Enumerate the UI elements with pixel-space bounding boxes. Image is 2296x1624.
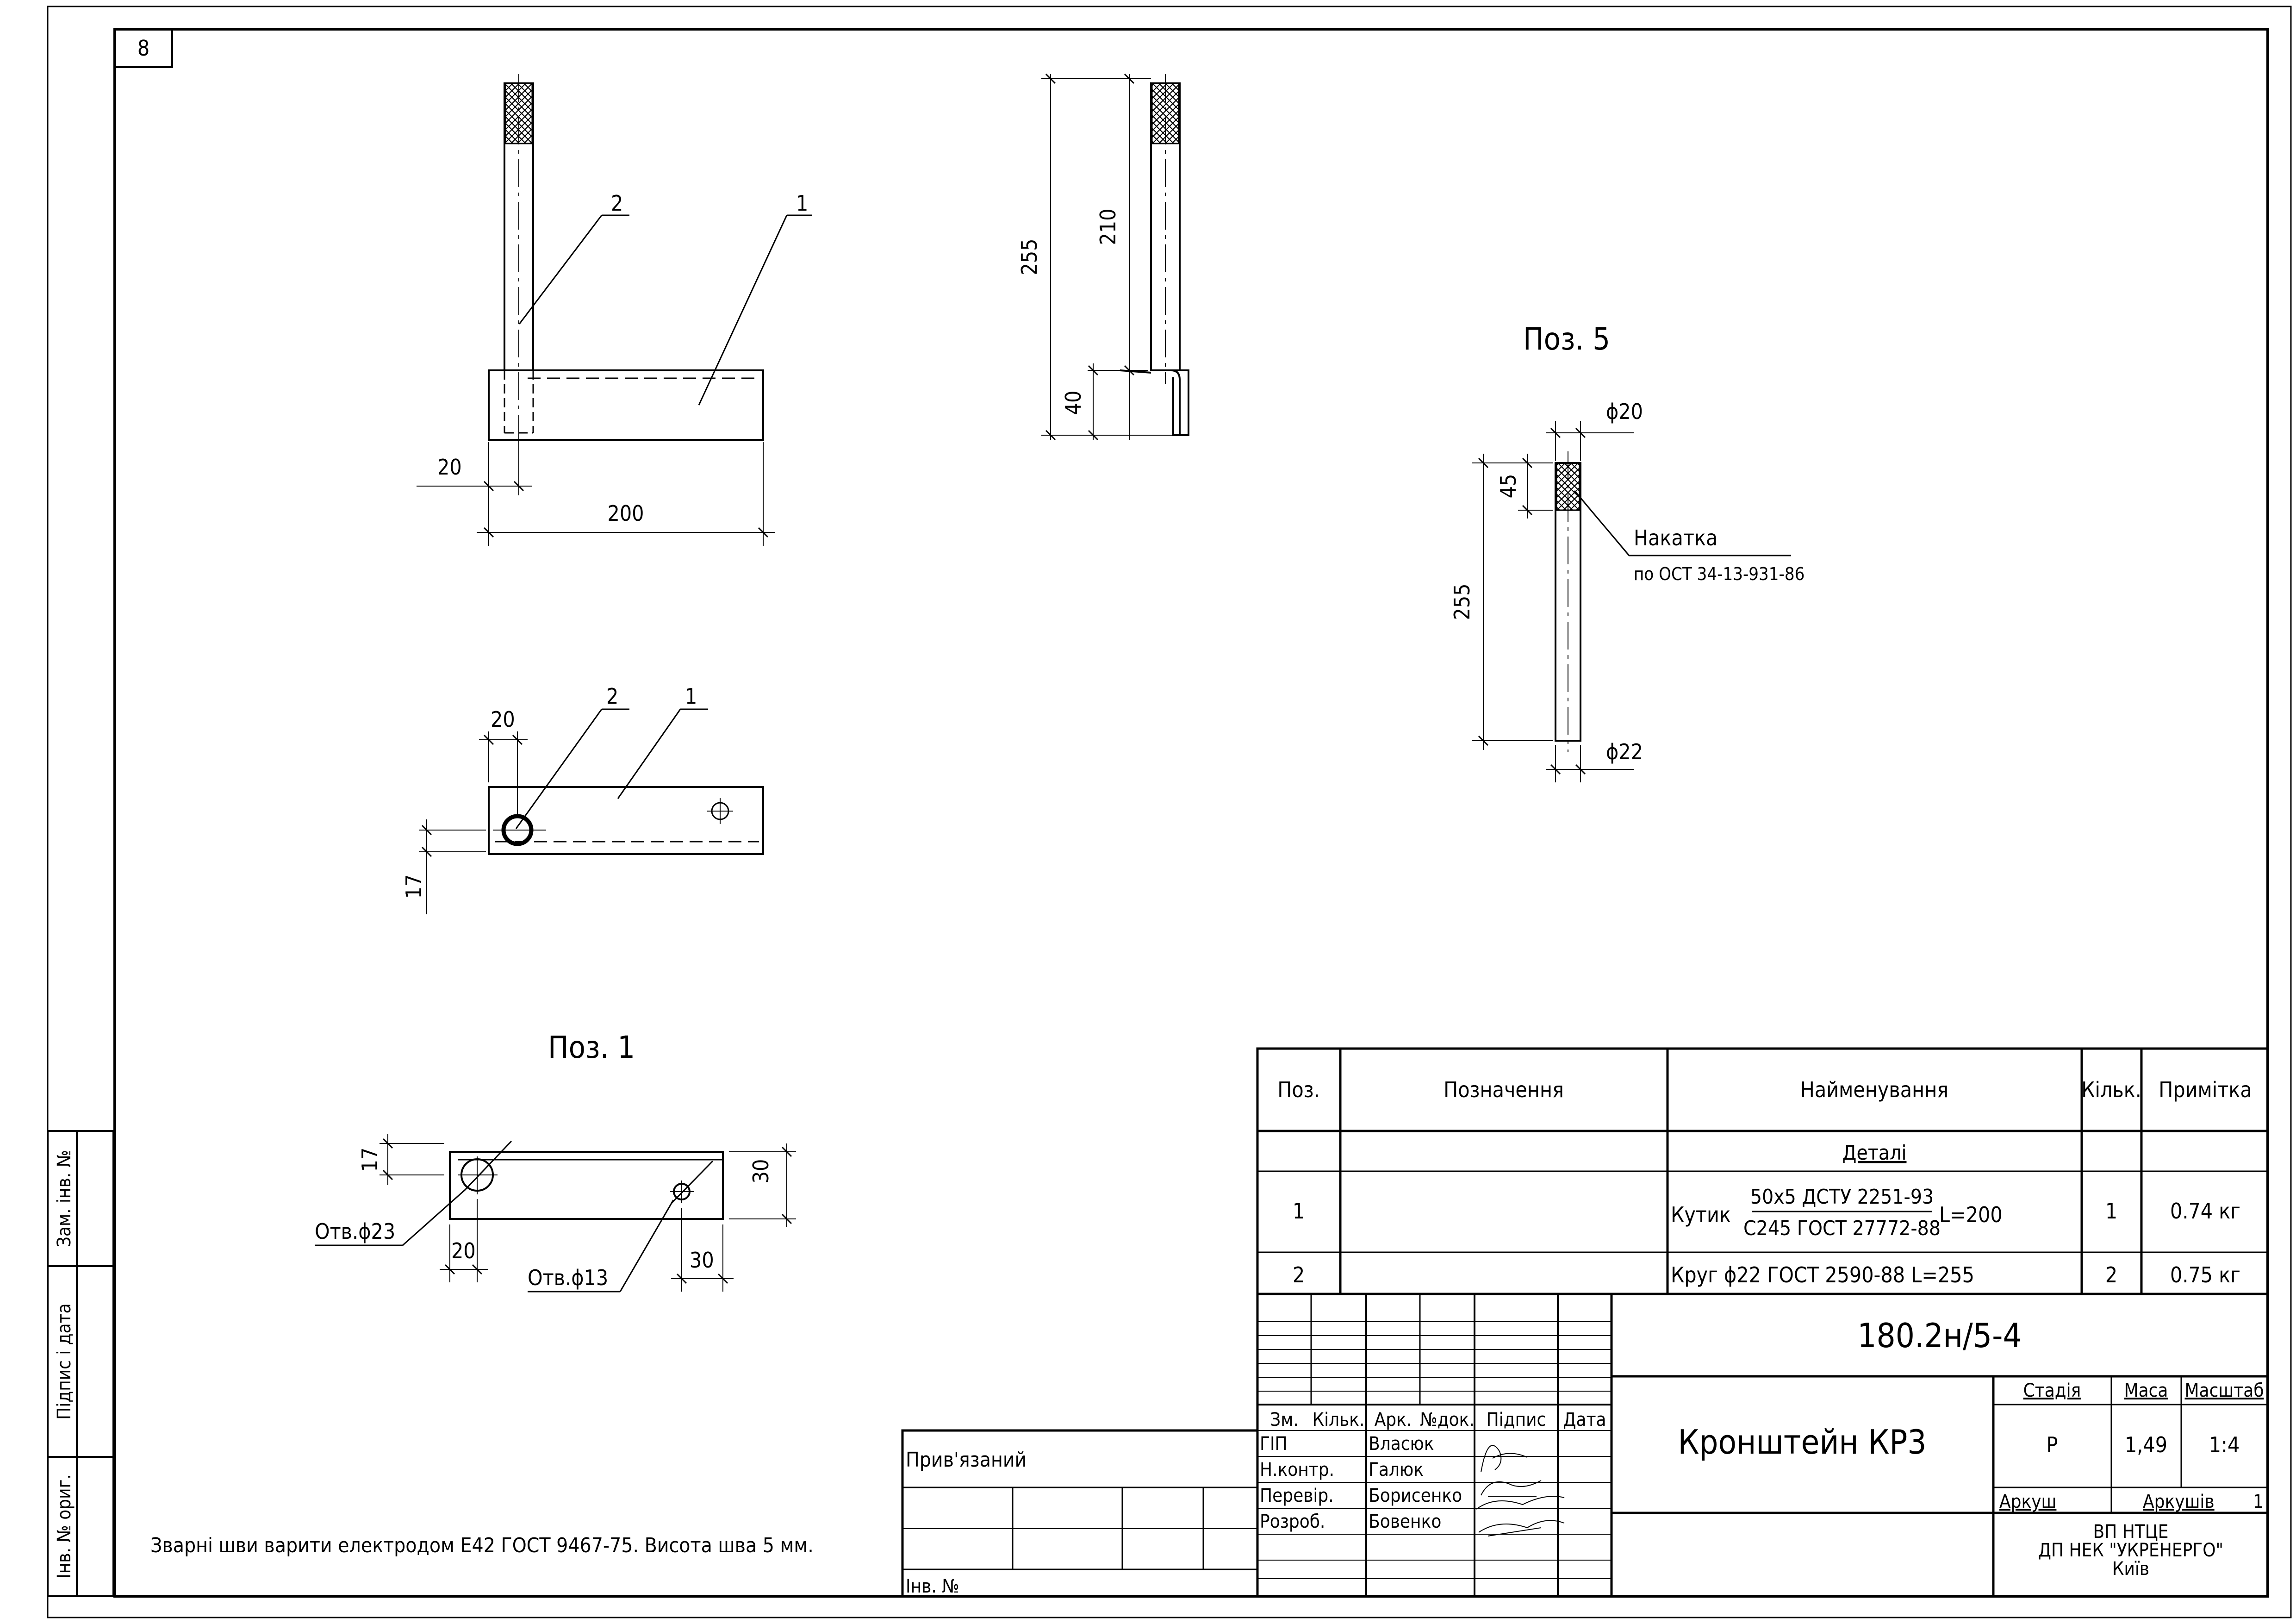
title-name-gip: Власюк xyxy=(1369,1433,1434,1455)
org-line2: ДП НЕК "УКРЕНЕРГО" xyxy=(2038,1540,2223,1561)
dim-phi20: ϕ20 xyxy=(1606,399,1643,424)
title-name-rozrob: Бовенко xyxy=(1369,1511,1441,1532)
view-label-poz1: Поз. 1 xyxy=(548,1030,635,1065)
spec-row1-poz: 1 xyxy=(1293,1199,1305,1224)
spec-row1-name-bottom: С245 ГОСТ 27772-88 xyxy=(1743,1217,1941,1240)
dim-45-poz5: 45 xyxy=(1496,474,1521,499)
title-col-data: Дата xyxy=(1563,1409,1606,1430)
spec-row2-poz: 2 xyxy=(1293,1262,1305,1287)
stage-label: Стадія xyxy=(2023,1380,2081,1401)
dim-30b-poz1: 30 xyxy=(690,1248,714,1273)
title-role-perevir: Перевір. xyxy=(1260,1485,1334,1506)
linked-block xyxy=(901,1429,1259,1598)
dim-20-poz1: 20 xyxy=(451,1238,476,1263)
dim-20-front: 20 xyxy=(437,455,462,480)
spec-row2-note: 0.75 кг xyxy=(2170,1262,2240,1287)
spec-row1-name-top: 50х5 ДСТУ 2251-93 xyxy=(1750,1185,1934,1209)
spec-header-poz: Поз. xyxy=(1277,1077,1320,1102)
document-title: Кронштейн КР3 xyxy=(1678,1423,1926,1462)
title-col-zm: Зм. xyxy=(1270,1409,1299,1430)
side-stamp-pidpys-data: Підпис і дата xyxy=(54,1303,75,1419)
title-col-ndok: №док. xyxy=(1420,1409,1475,1430)
dim-200-front: 200 xyxy=(608,501,644,526)
spec-row1-name-suffix: L=200 xyxy=(1939,1202,2003,1227)
sheet-number: 8 xyxy=(137,36,149,61)
side-stamp-inv-orig: Інв. № ориг. xyxy=(54,1474,75,1579)
spec-header-name: Найменування xyxy=(1800,1077,1948,1102)
view-poz1 xyxy=(315,1134,796,1293)
dim-17-poz1: 17 xyxy=(357,1148,382,1172)
sheets-value: 1 xyxy=(2253,1491,2264,1512)
dim-255-side: 255 xyxy=(1017,239,1042,275)
mass-value: 1,49 xyxy=(2125,1432,2167,1457)
dim-255-poz5: 255 xyxy=(1450,584,1475,620)
dim-phi22: ϕ22 xyxy=(1606,739,1643,764)
view-assembly-front xyxy=(417,74,812,546)
knurl-standard: по ОСТ 34-13-931-86 xyxy=(1634,564,1804,584)
dim-210-side: 210 xyxy=(1095,209,1120,245)
title-col-pidpys: Підпис xyxy=(1487,1409,1546,1430)
spec-header-note: Примітка xyxy=(2159,1077,2252,1102)
spec-row1-qty: 1 xyxy=(2105,1199,2117,1224)
title-name-perevir: Борисенко xyxy=(1369,1485,1462,1506)
title-col-kilk: Кільк. xyxy=(1313,1409,1365,1430)
document-code: 180.2н/5-4 xyxy=(1857,1316,2022,1355)
signatures xyxy=(1476,1445,1565,1537)
inner-frame xyxy=(113,28,2269,1598)
side-stamp: Зам. інв. № Підпис і дата Інв. № ориг. xyxy=(47,1130,114,1597)
org-line1: ВП НТЦЕ xyxy=(2093,1521,2169,1543)
title-col-ark: Арк. xyxy=(1375,1409,1412,1430)
stage-value: Р xyxy=(2047,1432,2058,1457)
org-line3: Київ xyxy=(2112,1558,2149,1580)
linked-label: Прив'язаний xyxy=(906,1448,1027,1472)
sheet-label: Аркуш xyxy=(1999,1491,2056,1512)
view-poz5 xyxy=(1472,421,1791,782)
view-assembly-side xyxy=(1041,73,1189,441)
spec-header-qty: Кільк. xyxy=(2081,1077,2141,1102)
mass-label: Маса xyxy=(2124,1380,2168,1401)
outer-border xyxy=(47,6,2292,1618)
callout-2-front: 2 xyxy=(611,191,623,216)
dim-30-poz1: 30 xyxy=(748,1159,773,1184)
sheet-number-box xyxy=(114,28,173,68)
view-label-poz5: Поз. 5 xyxy=(1523,321,1610,357)
spec-row2-qty: 2 xyxy=(2105,1262,2117,1287)
spec-row1-note: 0.74 кг xyxy=(2170,1199,2240,1224)
scale-label: Масштаб xyxy=(2184,1380,2264,1401)
dim-40-side: 40 xyxy=(1061,391,1086,415)
callout-1-top: 1 xyxy=(685,684,697,709)
title-role-rozrob: Розроб. xyxy=(1260,1511,1325,1532)
dim-17-top: 17 xyxy=(401,874,426,899)
dim-20-top: 20 xyxy=(491,707,515,732)
hole-23-label: Отв.ϕ23 xyxy=(315,1219,395,1244)
inv-no-label: Інв. № xyxy=(906,1576,959,1597)
spec-header-designation: Позначення xyxy=(1444,1077,1564,1102)
spec-row2-name: Круг ϕ22 ГОСТ 2590-88 L=255 xyxy=(1671,1262,1974,1287)
sheets-label: Аркушів xyxy=(2143,1491,2215,1512)
callout-2-top: 2 xyxy=(606,684,618,709)
hole-13-label: Отв.ϕ13 xyxy=(528,1265,608,1290)
side-stamp-zam-inv: Зам. інв. № xyxy=(54,1150,75,1247)
knurl-label: Накатка xyxy=(1634,525,1717,550)
spec-row1-name-prefix: Кутик xyxy=(1671,1202,1731,1227)
title-role-gip: ГІП xyxy=(1260,1433,1288,1455)
title-role-nkontr: Н.контр. xyxy=(1260,1459,1334,1480)
spec-section-details: Деталі xyxy=(1842,1141,1907,1165)
welding-note: Зварні шви варити електродом Е42 ГОСТ 94… xyxy=(150,1534,814,1557)
title-name-nkontr: Галюк xyxy=(1369,1459,1424,1480)
view-assembly-top xyxy=(419,708,764,914)
scale-value: 1:4 xyxy=(2209,1432,2240,1457)
callout-1-front: 1 xyxy=(796,191,808,216)
